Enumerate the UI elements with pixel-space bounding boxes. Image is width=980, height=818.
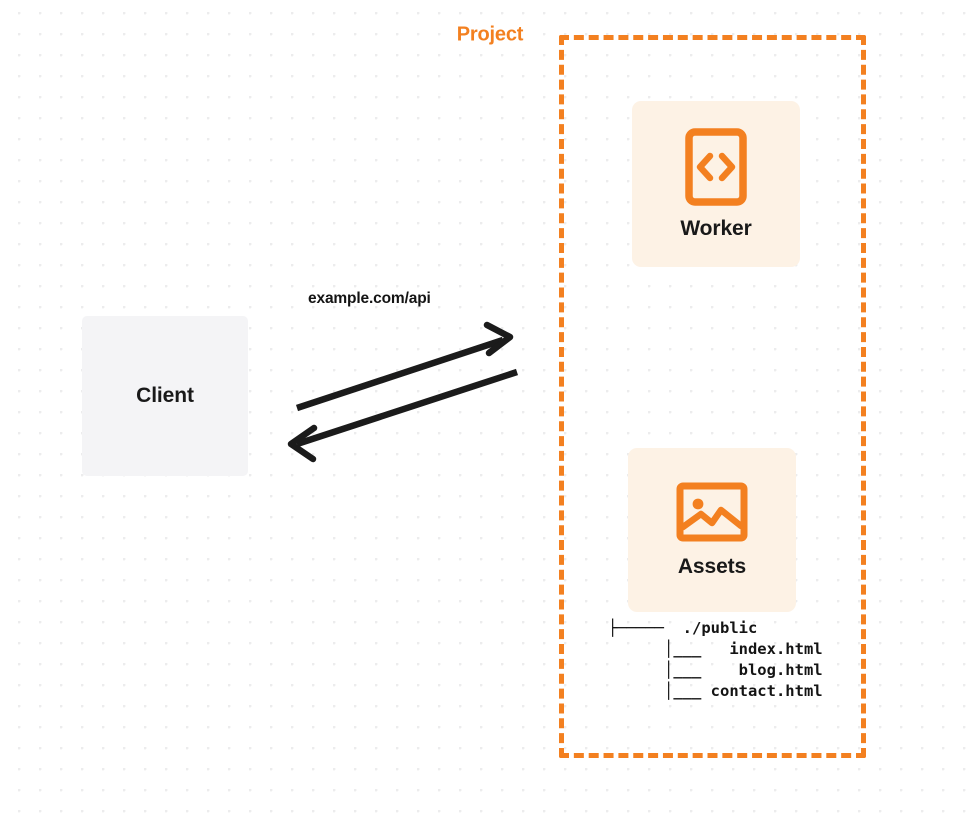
request-arrow [295, 321, 514, 412]
edge-label: example.com/api [308, 290, 431, 307]
response-arrow [287, 368, 519, 463]
file-tree: ├───── ./public │___ index.html │___ blo… [608, 619, 823, 700]
code-brackets-icon [685, 127, 747, 206]
client-label: Client [136, 384, 194, 407]
assets-label: Assets [677, 554, 747, 578]
client-node[interactable]: Client [82, 316, 248, 476]
project-container [559, 35, 866, 758]
assets-card[interactable]: Assets [628, 448, 796, 612]
project-title: Project [449, 23, 531, 47]
worker-card[interactable]: Worker [632, 101, 800, 267]
worker-label: Worker [680, 216, 752, 240]
image-icon [676, 482, 748, 542]
